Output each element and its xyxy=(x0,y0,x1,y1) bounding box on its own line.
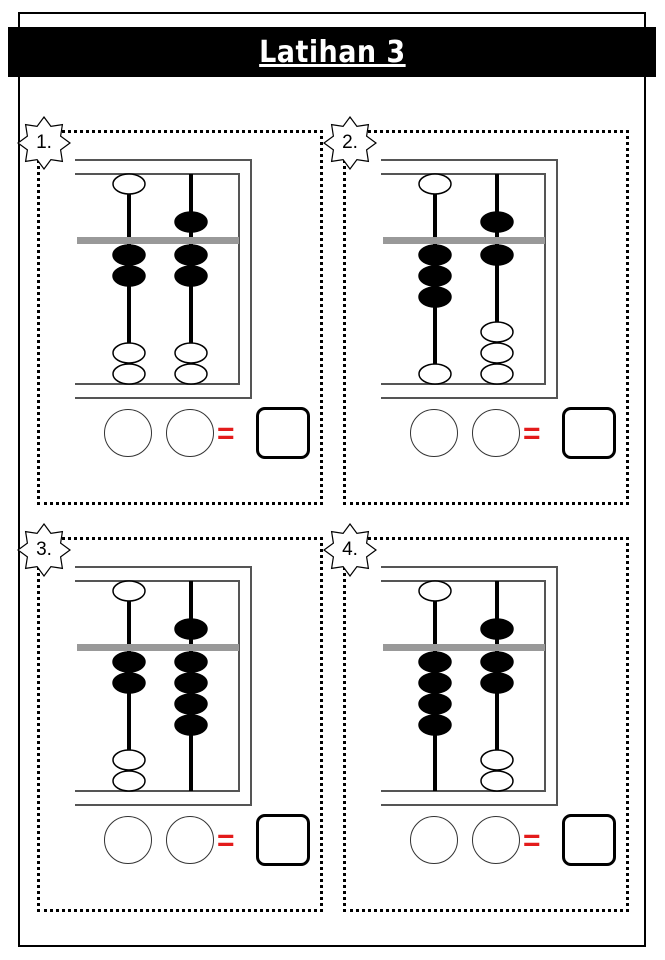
abacus-bead-lower-tens xyxy=(418,265,452,287)
ones-digit-circle[interactable] xyxy=(166,816,214,864)
answer-row: = xyxy=(104,407,314,463)
abacus-bead-lower-tens xyxy=(418,693,452,715)
answer-row: = xyxy=(410,814,620,870)
abacus-bead-lower-ones xyxy=(174,714,208,736)
exercise-number: 1. xyxy=(36,132,52,153)
answer-box[interactable] xyxy=(562,407,616,459)
abacus-bead-lower-ones xyxy=(174,651,208,673)
abacus-frame-outer xyxy=(381,159,558,399)
exercise-card-3 xyxy=(37,537,323,912)
abacus-bead-lower-ones xyxy=(174,693,208,715)
abacus-bead-lower-tens xyxy=(112,749,146,771)
ones-digit-circle[interactable] xyxy=(166,409,214,457)
exercise-number-badge: 4. xyxy=(323,523,377,577)
abacus-bead-lower-tens xyxy=(418,244,452,266)
abacus-frame-inner xyxy=(75,580,240,792)
answer-box[interactable] xyxy=(256,814,310,866)
abacus-frame-outer xyxy=(381,566,558,806)
equals-sign: = xyxy=(523,824,541,857)
abacus-bead-upper-tens xyxy=(112,173,146,195)
abacus-bead-upper-ones xyxy=(174,211,208,233)
page-title: Latihan 3 xyxy=(258,34,406,70)
abacus-frame-inner xyxy=(381,173,546,385)
abacus-frame-inner xyxy=(381,580,546,792)
worksheet-frame xyxy=(18,12,646,947)
tens-digit-circle[interactable] xyxy=(410,816,458,864)
ones-digit-circle[interactable] xyxy=(472,409,520,457)
abacus-bead-upper-tens xyxy=(418,173,452,195)
abacus-frame-outer xyxy=(75,159,252,399)
star-badge-icon xyxy=(17,116,71,170)
tens-digit-circle[interactable] xyxy=(104,409,152,457)
star-badge-icon xyxy=(17,523,71,577)
abacus-frame-outer xyxy=(75,566,252,806)
abacus xyxy=(381,158,581,403)
abacus-bead-lower-ones xyxy=(480,321,514,343)
exercise-card-1 xyxy=(37,130,323,505)
exercise-number-badge: 1. xyxy=(17,116,71,170)
abacus-bead-upper-ones xyxy=(174,618,208,640)
abacus-bead-upper-tens xyxy=(112,580,146,602)
abacus-bead-lower-tens xyxy=(112,363,146,385)
abacus xyxy=(75,565,275,810)
abacus-frame-inner xyxy=(75,173,240,385)
abacus-bead-lower-ones xyxy=(174,672,208,694)
exercise-number: 4. xyxy=(342,539,358,560)
equals-sign: = xyxy=(217,417,235,450)
abacus-bead-lower-ones xyxy=(480,749,514,771)
abacus-bead-lower-tens xyxy=(112,342,146,364)
exercise-number: 3. xyxy=(36,539,52,560)
title-banner: Latihan 3 xyxy=(8,27,656,77)
ones-digit-circle[interactable] xyxy=(472,816,520,864)
abacus-bead-lower-tens xyxy=(112,265,146,287)
answer-box[interactable] xyxy=(256,407,310,459)
abacus-divider-bar xyxy=(383,644,545,651)
abacus-bead-lower-ones xyxy=(174,342,208,364)
abacus-bead-lower-tens xyxy=(112,672,146,694)
abacus-bead-lower-ones xyxy=(480,672,514,694)
answer-row: = xyxy=(104,814,314,870)
star-badge-icon xyxy=(323,116,377,170)
abacus-bead-lower-ones xyxy=(480,244,514,266)
abacus-bead-lower-ones xyxy=(480,651,514,673)
answer-box[interactable] xyxy=(562,814,616,866)
abacus-divider-bar xyxy=(77,644,239,651)
answer-row: = xyxy=(410,407,620,463)
abacus-divider-bar xyxy=(383,237,545,244)
abacus-bead-lower-ones xyxy=(174,265,208,287)
abacus-bead-upper-ones xyxy=(480,211,514,233)
abacus-bead-lower-tens xyxy=(418,651,452,673)
exercise-number: 2. xyxy=(342,132,358,153)
exercise-card-2 xyxy=(343,130,629,505)
exercise-number-badge: 2. xyxy=(323,116,377,170)
abacus-bead-lower-tens xyxy=(112,770,146,792)
exercise-card-4 xyxy=(343,537,629,912)
abacus-bead-upper-tens xyxy=(418,580,452,602)
tens-digit-circle[interactable] xyxy=(410,409,458,457)
star-badge-icon xyxy=(323,523,377,577)
abacus-bead-lower-tens xyxy=(112,651,146,673)
exercise-number-badge: 3. xyxy=(17,523,71,577)
abacus-bead-lower-tens xyxy=(112,244,146,266)
abacus xyxy=(75,158,275,403)
tens-digit-circle[interactable] xyxy=(104,816,152,864)
abacus-bead-lower-tens xyxy=(418,286,452,308)
abacus-bead-lower-ones xyxy=(480,363,514,385)
abacus-bead-lower-ones xyxy=(480,770,514,792)
abacus-bead-lower-ones xyxy=(174,244,208,266)
equals-sign: = xyxy=(523,417,541,450)
equals-sign: = xyxy=(217,824,235,857)
abacus-bead-upper-ones xyxy=(480,618,514,640)
abacus-bead-lower-tens xyxy=(418,714,452,736)
abacus-divider-bar xyxy=(77,237,239,244)
abacus xyxy=(381,565,581,810)
abacus-bead-lower-tens xyxy=(418,672,452,694)
abacus-bead-lower-ones xyxy=(480,342,514,364)
abacus-bead-lower-ones xyxy=(174,363,208,385)
abacus-bead-lower-tens xyxy=(418,363,452,385)
